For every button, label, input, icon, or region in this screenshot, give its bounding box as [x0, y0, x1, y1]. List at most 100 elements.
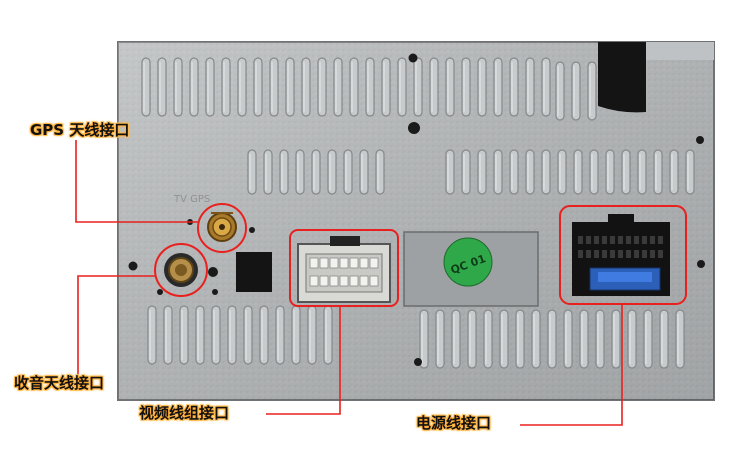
- cooling-rib: [333, 57, 343, 117]
- cooling-rib: [477, 149, 487, 195]
- qc-plate: QC 01: [403, 231, 539, 307]
- cooling-rib: [627, 309, 637, 369]
- cooling-rib: [643, 309, 653, 369]
- cooling-rib: [173, 57, 183, 117]
- cooling-rib: [253, 57, 263, 117]
- cooling-ribs-top: [141, 57, 597, 121]
- cooling-rib: [685, 149, 695, 195]
- cooling-rib: [509, 57, 519, 117]
- cooling-rib: [237, 57, 247, 117]
- cooling-rib: [301, 57, 311, 117]
- cooling-rib: [461, 149, 471, 195]
- cooling-rib: [659, 309, 669, 369]
- cooling-rib: [587, 61, 597, 121]
- cooling-rib: [573, 149, 583, 195]
- cooling-rib: [263, 149, 273, 195]
- cooling-rib: [195, 305, 205, 365]
- cooling-rib: [365, 57, 375, 117]
- leader-gps: [75, 140, 198, 223]
- cooling-rib: [541, 149, 551, 195]
- cooling-rib: [307, 305, 317, 365]
- cooling-rib: [595, 309, 605, 369]
- cooling-rib: [375, 149, 385, 195]
- cooling-rib: [381, 57, 391, 117]
- cooling-rib: [323, 305, 333, 365]
- cooling-rib: [675, 309, 685, 369]
- cooling-rib: [509, 149, 519, 195]
- cooling-rib: [227, 305, 237, 365]
- cooling-rib: [413, 57, 423, 117]
- cooling-rib: [541, 57, 551, 117]
- cooling-rib: [349, 57, 359, 117]
- leader-lines: [75, 140, 623, 426]
- mounting-holes: [128, 53, 705, 366]
- cooling-rib: [669, 149, 679, 195]
- highlight-power: [559, 205, 687, 305]
- cooling-rib: [461, 57, 471, 117]
- highlight-gps: [197, 203, 247, 253]
- cooling-rib: [483, 309, 493, 369]
- cooling-rib: [637, 149, 647, 195]
- cooling-rib: [179, 305, 189, 365]
- leader-video: [266, 306, 341, 415]
- label-gps-antenna: GPS 天线接口: [30, 121, 130, 139]
- cooling-rib: [579, 309, 589, 369]
- cooling-rib: [515, 309, 525, 369]
- cooling-rib: [445, 149, 455, 195]
- cooling-rib: [397, 57, 407, 117]
- cooling-rib: [275, 305, 285, 365]
- cooling-rib: [259, 305, 269, 365]
- panel-embossed-text: TV GPS: [173, 194, 210, 205]
- cooling-rib: [563, 309, 573, 369]
- cooling-rib: [429, 57, 439, 117]
- cooling-rib: [611, 309, 621, 369]
- cooling-rib: [525, 57, 535, 117]
- cooling-rib: [311, 149, 321, 195]
- cooling-rib: [477, 57, 487, 117]
- label-video-harness: 视频线组接口: [139, 404, 230, 422]
- cooling-rib: [285, 57, 295, 117]
- cooling-rib: [621, 149, 631, 195]
- cooling-rib: [467, 309, 477, 369]
- cooling-rib: [141, 57, 151, 117]
- highlight-video: [289, 229, 399, 307]
- cooling-rib: [163, 305, 173, 365]
- cooling-rib: [493, 149, 503, 195]
- cooling-rib: [445, 57, 455, 117]
- power-harness-connector: [572, 214, 670, 296]
- cooling-rib: [205, 57, 215, 117]
- cooling-rib: [291, 305, 301, 365]
- cooling-rib: [295, 149, 305, 195]
- cooling-rib: [269, 57, 279, 117]
- cooling-rib: [451, 309, 461, 369]
- leader-radio: [77, 275, 155, 380]
- cooling-rib: [653, 149, 663, 195]
- black-pad: [236, 252, 272, 292]
- cooling-rib: [359, 149, 369, 195]
- highlight-radio: [154, 243, 208, 297]
- label-power-harness: 电源线接口: [416, 414, 492, 432]
- cooling-rib: [327, 149, 337, 195]
- cooling-rib: [493, 57, 503, 117]
- cooling-rib: [435, 309, 445, 369]
- cooling-rib: [221, 57, 231, 117]
- cooling-rib: [555, 61, 565, 121]
- cooling-rib: [571, 61, 581, 121]
- cooling-rib: [211, 305, 221, 365]
- cooling-rib: [419, 309, 429, 369]
- cooling-rib: [247, 149, 257, 195]
- cooling-rib: [547, 309, 557, 369]
- cooling-rib: [525, 149, 535, 195]
- cooling-rib: [157, 57, 167, 117]
- cooling-rib: [557, 149, 567, 195]
- leader-power: [520, 304, 623, 426]
- cooling-rib: [147, 305, 157, 365]
- cooling-rib: [589, 149, 599, 195]
- label-radio-antenna: 收音天线接口: [14, 374, 105, 392]
- cooling-rib: [531, 309, 541, 369]
- cooling-rib: [343, 149, 353, 195]
- highlight-markers: [154, 203, 687, 307]
- cooling-rib: [189, 57, 199, 117]
- video-harness-connector: [297, 236, 391, 303]
